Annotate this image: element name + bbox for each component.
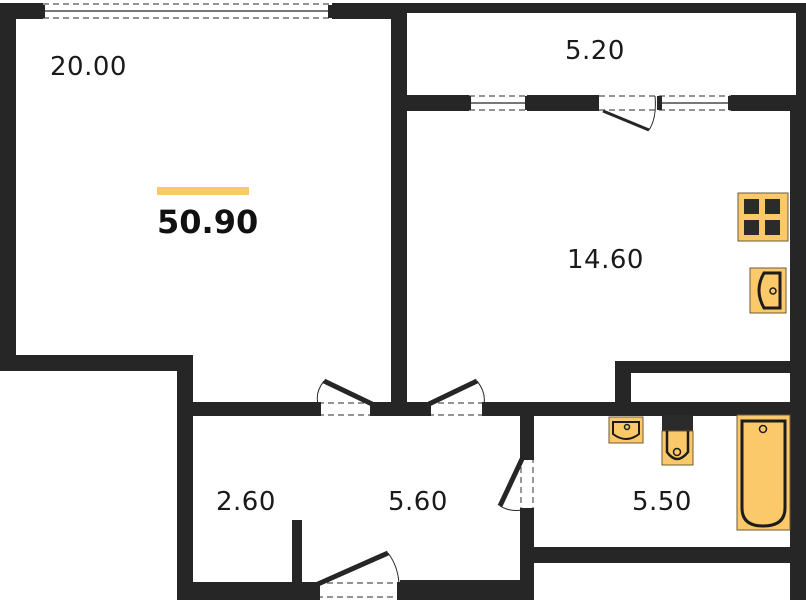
living-room-window <box>40 3 333 19</box>
kitchen-window-right <box>657 95 733 111</box>
bathtub-icon <box>736 414 791 531</box>
room-area-balcony: 5.20 <box>565 36 625 66</box>
room-area-hallway: 5.60 <box>388 487 448 517</box>
total-area-accent-bar <box>157 187 249 195</box>
bathroom-sink-icon <box>608 416 644 444</box>
kitchen-sink-icon <box>749 267 787 314</box>
kitchen-door[interactable] <box>426 378 487 416</box>
kitchen-window-left <box>466 95 530 111</box>
balcony-door[interactable] <box>599 95 659 132</box>
toilet-icon <box>661 415 694 466</box>
room-area-kitchen: 14.60 <box>567 245 644 275</box>
total-area: 50.90 <box>157 203 259 241</box>
bathroom-door[interactable] <box>497 455 534 513</box>
stove-icon <box>737 192 789 242</box>
walls <box>0 3 806 600</box>
room-area-living-room: 20.00 <box>50 52 127 82</box>
room-area-bathroom: 5.50 <box>632 487 692 517</box>
living-room-door[interactable] <box>316 378 375 416</box>
room-area-closet: 2.60 <box>216 487 276 517</box>
entrance-door[interactable] <box>315 550 402 600</box>
